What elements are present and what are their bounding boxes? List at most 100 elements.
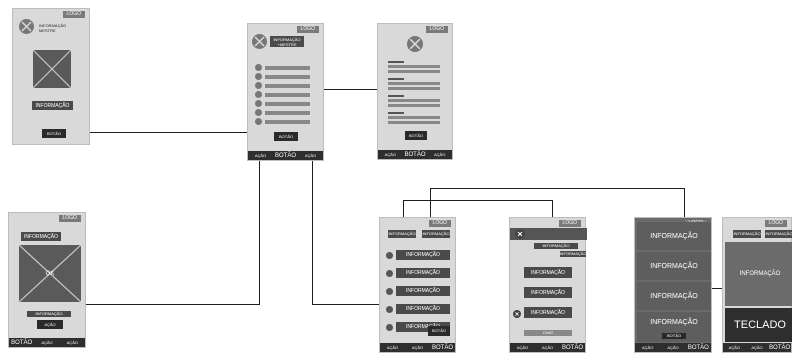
- slider[interactable]: [388, 65, 440, 68]
- screen-7: LOGO INFORMAÇÃO INFORMAÇÃO INFORMAÇÃO IN…: [634, 217, 712, 353]
- slider[interactable]: [388, 99, 440, 102]
- button[interactable]: BOTÃO: [42, 129, 66, 138]
- action-button[interactable]: AÇÃO: [37, 320, 63, 329]
- tab-acao-1[interactable]: AÇÃO: [384, 152, 396, 157]
- row-icon: [255, 64, 262, 71]
- row-bar: [265, 111, 310, 115]
- list-item[interactable]: INFORMAÇÃO: [396, 304, 450, 314]
- list-item[interactable]: INFORMAÇÃO: [396, 322, 450, 332]
- tab-acao-1[interactable]: AÇÃO: [516, 345, 529, 350]
- tab-botao[interactable]: BOTÃO: [431, 344, 453, 351]
- logo: LOGO: [764, 220, 787, 227]
- screen-4: LOGO INFORMAÇÃO OK INFORMAÇÃO AÇÃO BOTÃO…: [8, 212, 86, 348]
- tab-botao[interactable]: BOTÃO: [11, 339, 33, 346]
- connector-s2-s5-h: [312, 304, 380, 305]
- block-button[interactable]: BOTÃO: [662, 333, 686, 339]
- tab-info-a[interactable]: INFORMAÇÃO: [733, 230, 761, 238]
- list-item[interactable]: INFORMAÇÃO: [396, 268, 450, 278]
- tab-botao[interactable]: BOTÃO: [769, 344, 791, 351]
- main-info: INFORMAÇÃO: [725, 242, 792, 306]
- tab-acao-2[interactable]: AÇÃO: [541, 345, 554, 350]
- tab-acao-1[interactable]: AÇÃO: [641, 345, 654, 350]
- list-item[interactable]: INFORMAÇÃO: [396, 286, 450, 296]
- tab-acao-1[interactable]: AÇÃO: [41, 340, 53, 345]
- tab-acao-2[interactable]: AÇÃO: [411, 345, 424, 350]
- chat-button[interactable]: CHAT: [524, 330, 572, 336]
- list-item[interactable]: INFORMAÇÃO: [524, 307, 572, 318]
- tab-bar: AÇÃO AÇÃO BOTÃO: [635, 343, 711, 352]
- tab-acao-2[interactable]: AÇÃO: [66, 340, 78, 345]
- tab-acao-2[interactable]: AÇÃO: [751, 345, 763, 350]
- slider[interactable]: [388, 87, 440, 90]
- info-label: INFORMAÇÃO: [32, 101, 73, 110]
- slider[interactable]: [388, 104, 440, 107]
- slider[interactable]: [388, 121, 440, 124]
- connector-s5-s7-a: [430, 188, 431, 230]
- connector-s2-s3: [323, 89, 378, 90]
- row-icon: [386, 252, 393, 259]
- list-item[interactable]: INFORMAÇÃO: [396, 250, 450, 260]
- screen-2: LOGO INFORMAÇÃO +MESTRE BOTÃO AÇÃO BOTÃO…: [247, 23, 324, 161]
- close-icon[interactable]: [515, 229, 525, 239]
- row-icon: [255, 91, 262, 98]
- tab-info-a[interactable]: INFORMAÇÃO: [388, 230, 416, 238]
- row-bar: [265, 75, 310, 79]
- float-button[interactable]: BOTÃO: [428, 326, 450, 336]
- logo: LOGO: [425, 26, 448, 33]
- slider-label: [388, 112, 404, 114]
- tab-bar: AÇÃO AÇÃO BOTÃO: [380, 343, 455, 352]
- header-bar: [510, 228, 587, 240]
- avatar: [252, 34, 267, 49]
- connector-s5-s6-c: [552, 200, 553, 218]
- tab-botao[interactable]: BOTÃO: [404, 151, 426, 158]
- tab-bar: AÇÃO BOTÃO AÇÃO: [248, 151, 323, 160]
- list-item[interactable]: INFORMAÇÃO: [524, 267, 572, 278]
- info-2: INFORMAÇÃO: [559, 251, 587, 257]
- row-bar: [265, 93, 310, 97]
- connector-s5-s7-b: [430, 188, 685, 189]
- tab-acao-2[interactable]: AÇÃO: [434, 152, 446, 157]
- tab-botao[interactable]: BOTÃO: [687, 344, 709, 351]
- tab-acao-1[interactable]: AÇÃO: [386, 345, 399, 350]
- tab-acao-1[interactable]: AÇÃO: [254, 153, 267, 158]
- slider[interactable]: [388, 116, 440, 119]
- connector-s1-s2: [64, 132, 248, 133]
- logo: LOGO: [428, 220, 451, 227]
- connector-s4-s2-h: [85, 304, 260, 305]
- connector-s5-s6-a: [403, 200, 404, 230]
- tab-bar: BOTÃO AÇÃO AÇÃO: [9, 338, 85, 347]
- image-placeholder: [33, 50, 71, 88]
- list-item[interactable]: INFORMAÇÃO: [524, 287, 572, 298]
- tab-acao-1[interactable]: AÇÃO: [728, 345, 740, 350]
- screen-1: LOGO INFORMAÇÃO MESTRE INFORMAÇÃO BOTÃO: [12, 8, 90, 145]
- info-block[interactable]: INFORMAÇÃO: [637, 252, 711, 280]
- screen-6: LOGO INFORMAÇÃO INFORMAÇÃO INFORMAÇÃO IN…: [509, 217, 587, 353]
- keyboard[interactable]: TECLADO: [725, 308, 792, 342]
- tab-botao[interactable]: BOTÃO: [561, 344, 583, 351]
- slider[interactable]: [388, 82, 440, 85]
- info-top: INFORMAÇÃO: [21, 232, 61, 241]
- button[interactable]: BOTÃO: [405, 131, 427, 140]
- row-icon: [386, 288, 393, 295]
- button[interactable]: BOTÃO: [274, 132, 298, 141]
- row-icon: [255, 100, 262, 107]
- tab-info-b[interactable]: INFORMAÇÃO: [765, 230, 792, 238]
- slider[interactable]: [388, 70, 440, 73]
- tab-bar: AÇÃO BOTÃO AÇÃO: [378, 150, 452, 159]
- info-block[interactable]: INFORMAÇÃO: [637, 222, 711, 250]
- tab-acao-2[interactable]: AÇÃO: [304, 153, 317, 158]
- tab-botao[interactable]: BOTÃO: [274, 152, 296, 159]
- slider-label: [388, 78, 404, 80]
- row-icon: [386, 306, 393, 313]
- logo: LOGO: [296, 26, 319, 33]
- info-bottom: INFORMAÇÃO: [27, 311, 71, 317]
- info-block[interactable]: INFORMAÇÃO: [637, 282, 711, 310]
- slider-label: [388, 95, 404, 97]
- tab-acao-2[interactable]: AÇÃO: [667, 345, 679, 350]
- close-icon[interactable]: [513, 310, 521, 318]
- avatar: [407, 36, 423, 52]
- row-icon: [255, 118, 262, 125]
- tab-bar: AÇÃO AÇÃO BOTÃO: [723, 343, 791, 352]
- tab-info-b[interactable]: INFORMAÇÃO: [422, 230, 450, 238]
- image-placeholder: OK: [19, 245, 81, 302]
